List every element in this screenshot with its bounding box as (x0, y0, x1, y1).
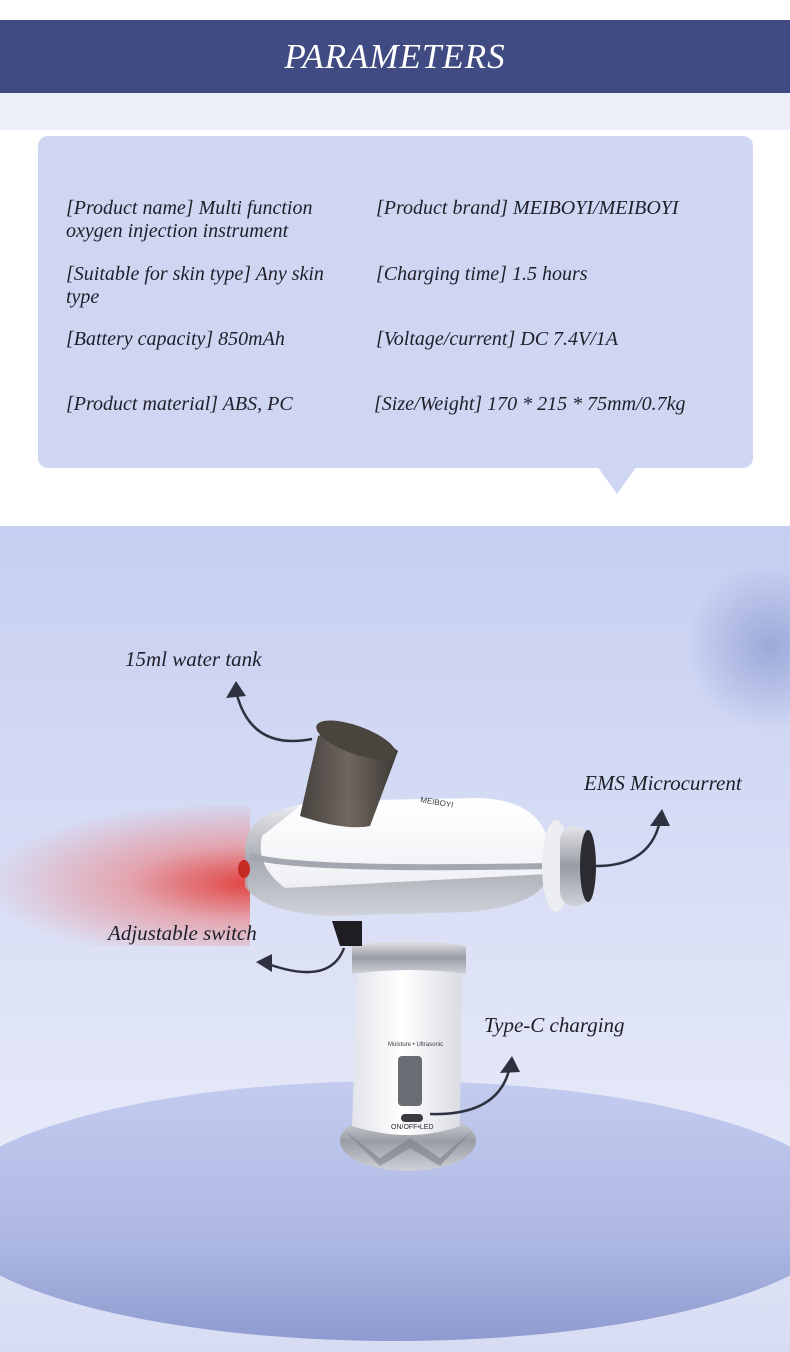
device-body (238, 798, 550, 916)
water-tank (300, 720, 398, 828)
parameters-panel: [Product name] Multi function oxygen inj… (38, 136, 753, 468)
param-battery: [Battery capacity] 850mAh (66, 328, 285, 350)
param-voltage: [Voltage/current] DC 7.4V/1A (376, 328, 619, 350)
usb-c-port (401, 1114, 423, 1122)
callout-ems: EMS Microcurrent (584, 771, 742, 795)
mode-button (398, 1056, 422, 1106)
param-product-name: [Product name] Multi function oxygen inj… (66, 197, 313, 242)
oxygen-injection-device: MEIBOYI Moisture • Ultrasonic ON/OFF•LED (226, 681, 670, 1171)
arrow-water-tank (234, 690, 313, 743)
arrow-charging (429, 1065, 512, 1116)
product-showcase: MEIBOYI Moisture • Ultrasonic ON/OFF•LED… (0, 526, 790, 1352)
callout-switch: Adjustable switch (108, 921, 257, 945)
arrow-switch (267, 947, 346, 974)
param-size-weight: [Size/Weight] 170 * 215 * 75mm/0.7kg (374, 393, 686, 415)
power-label: ON/OFF•LED (391, 1124, 434, 1131)
mode-label: Moisture • Ultrasonic (388, 1042, 443, 1048)
param-material: [Product material] ABS, PC (66, 393, 293, 415)
callout-water-tank: 15ml water tank (125, 647, 262, 671)
param-charging-time: [Charging time] 1.5 hours (376, 263, 588, 285)
param-product-brand: [Product brand] MEIBOYI/MEIBOYI (376, 197, 679, 219)
device-handle (352, 941, 466, 1135)
parameters-header: PARAMETERS (0, 20, 790, 93)
header-underband (0, 93, 790, 130)
trigger (332, 921, 362, 946)
arrow-ems (595, 820, 662, 868)
callout-charging: Type-C charging (484, 1013, 625, 1037)
header-title: PARAMETERS (284, 36, 506, 76)
ems-head (542, 820, 596, 912)
param-skin-type: [Suitable for skin type] Any skin type (66, 263, 324, 308)
panel-pointer (597, 466, 637, 494)
spray-mist (0, 806, 250, 946)
